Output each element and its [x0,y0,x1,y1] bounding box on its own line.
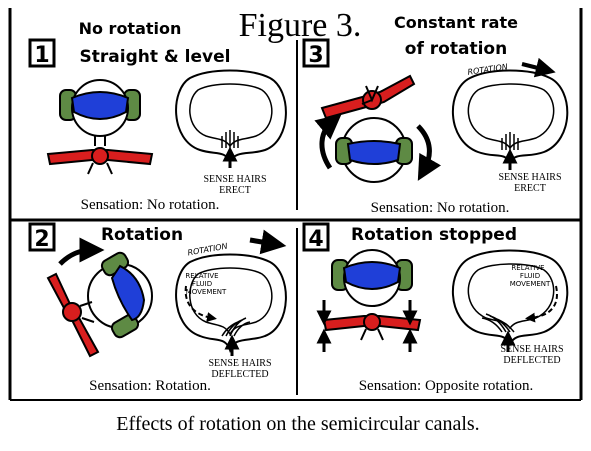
fluid-label-line3: MOVEMENT [510,280,551,288]
fluid-label-line1: RELATIVE [185,272,218,280]
landing-gear-left [360,328,367,341]
panel-number: 3 [308,43,323,68]
sense-hairs-deflected [221,317,251,337]
panel-3: 3 Constant rate of rotation ROTATION SEN… [302,13,569,216]
goggles [70,91,130,120]
hair-label-line2: DEFLECTED [503,355,560,366]
hair-label-line2: DEFLECTED [211,369,268,380]
panel-heading-line1: Rotation stopped [351,225,517,245]
airplane-level [322,313,422,341]
sense-hairs-deflected [481,313,515,333]
fluid-flow-dashed [525,285,558,323]
hair-label-line2: ERECT [514,183,546,194]
airplane-propeller-hub [363,313,381,331]
pilot-head [59,79,141,146]
fluid-label-line2: FLUID [192,280,212,288]
semicircular-canal [175,69,287,165]
panel-number: 1 [34,43,49,68]
sensation-text: Sensation: Opposite rotation. [359,378,534,394]
hair-label-line1: SENSE HAIRS [208,358,271,369]
panel-number: 4 [308,227,323,252]
hair-label-line1: SENSE HAIRS [203,174,266,185]
panel-heading-line2: Straight & level [80,47,231,67]
canal-rotation-arrow [249,229,287,255]
airplane-propeller [361,85,379,105]
canal-inner [467,83,555,150]
fluid-label-line1: RELATIVE [511,264,544,272]
panel-heading-line1: Constant rate [394,13,518,32]
landing-gear-right [377,328,384,341]
airplane-above [320,74,416,120]
fluid-label-line2: FLUID [520,272,540,280]
airplane-propeller-hub [91,147,109,165]
landing-gear [79,301,95,323]
sensation-text: Sensation: No rotation. [371,200,510,216]
hair-label-line2: ERECT [219,185,251,196]
pilot-head-tilted [87,251,153,339]
panel-heading-line1: Rotation [101,225,183,245]
hair-label-line1: SENSE HAIRS [498,172,561,183]
fluid-flow-dashed [184,285,217,323]
fluid-label-line3: MOVEMENT [186,288,227,296]
panel-number-box [302,38,330,68]
sense-hairs [501,132,519,150]
sensation-text: Sensation: No rotation. [81,197,220,213]
rotation-arrow-left [314,113,342,170]
goggles [342,261,402,290]
panel-heading-line2: of rotation [405,39,507,59]
panel-number-box [28,38,56,68]
hair-label-line1: SENSE HAIRS [500,344,563,355]
airplane-banked [46,272,100,358]
semicircular-canal [451,249,569,347]
figure-title: Figure 3. [239,7,362,44]
neck [94,136,106,146]
panel-number: 2 [34,227,49,252]
airplane-propeller-hub [62,302,82,322]
pilot-head-rotating [335,117,413,183]
rotation-arrow-right [416,124,442,181]
semicircular-canal [451,69,569,164]
panel-2: 2 Rotation ROTATION RELATIVE FLUID MOVEM… [28,222,287,394]
goggles [346,140,402,165]
panel-4: 4 Rotation stopped RELATIVE FLUID [302,222,569,394]
panel-number-box [302,222,330,252]
canal-inner [189,83,273,148]
rotation-arrow [58,237,105,266]
landing-gear-left [87,162,94,175]
figure-caption: Effects of rotation on the semicircular … [116,413,479,435]
panel-heading-line1: No rotation [79,19,182,38]
canal-inner [467,263,555,330]
landing-gear-right [106,162,113,175]
goggles [110,264,146,322]
canal-rotation-arrow [521,57,556,78]
airplane-level [46,147,154,175]
semicircular-canal [175,253,287,353]
sensation-text: Sensation: Rotation. [89,378,211,394]
panel-number-box [28,222,56,252]
pilot-head [331,249,413,307]
sense-hairs [221,130,239,148]
panel-1: 1 No rotation Straight & level SENSE HAI… [28,19,287,213]
